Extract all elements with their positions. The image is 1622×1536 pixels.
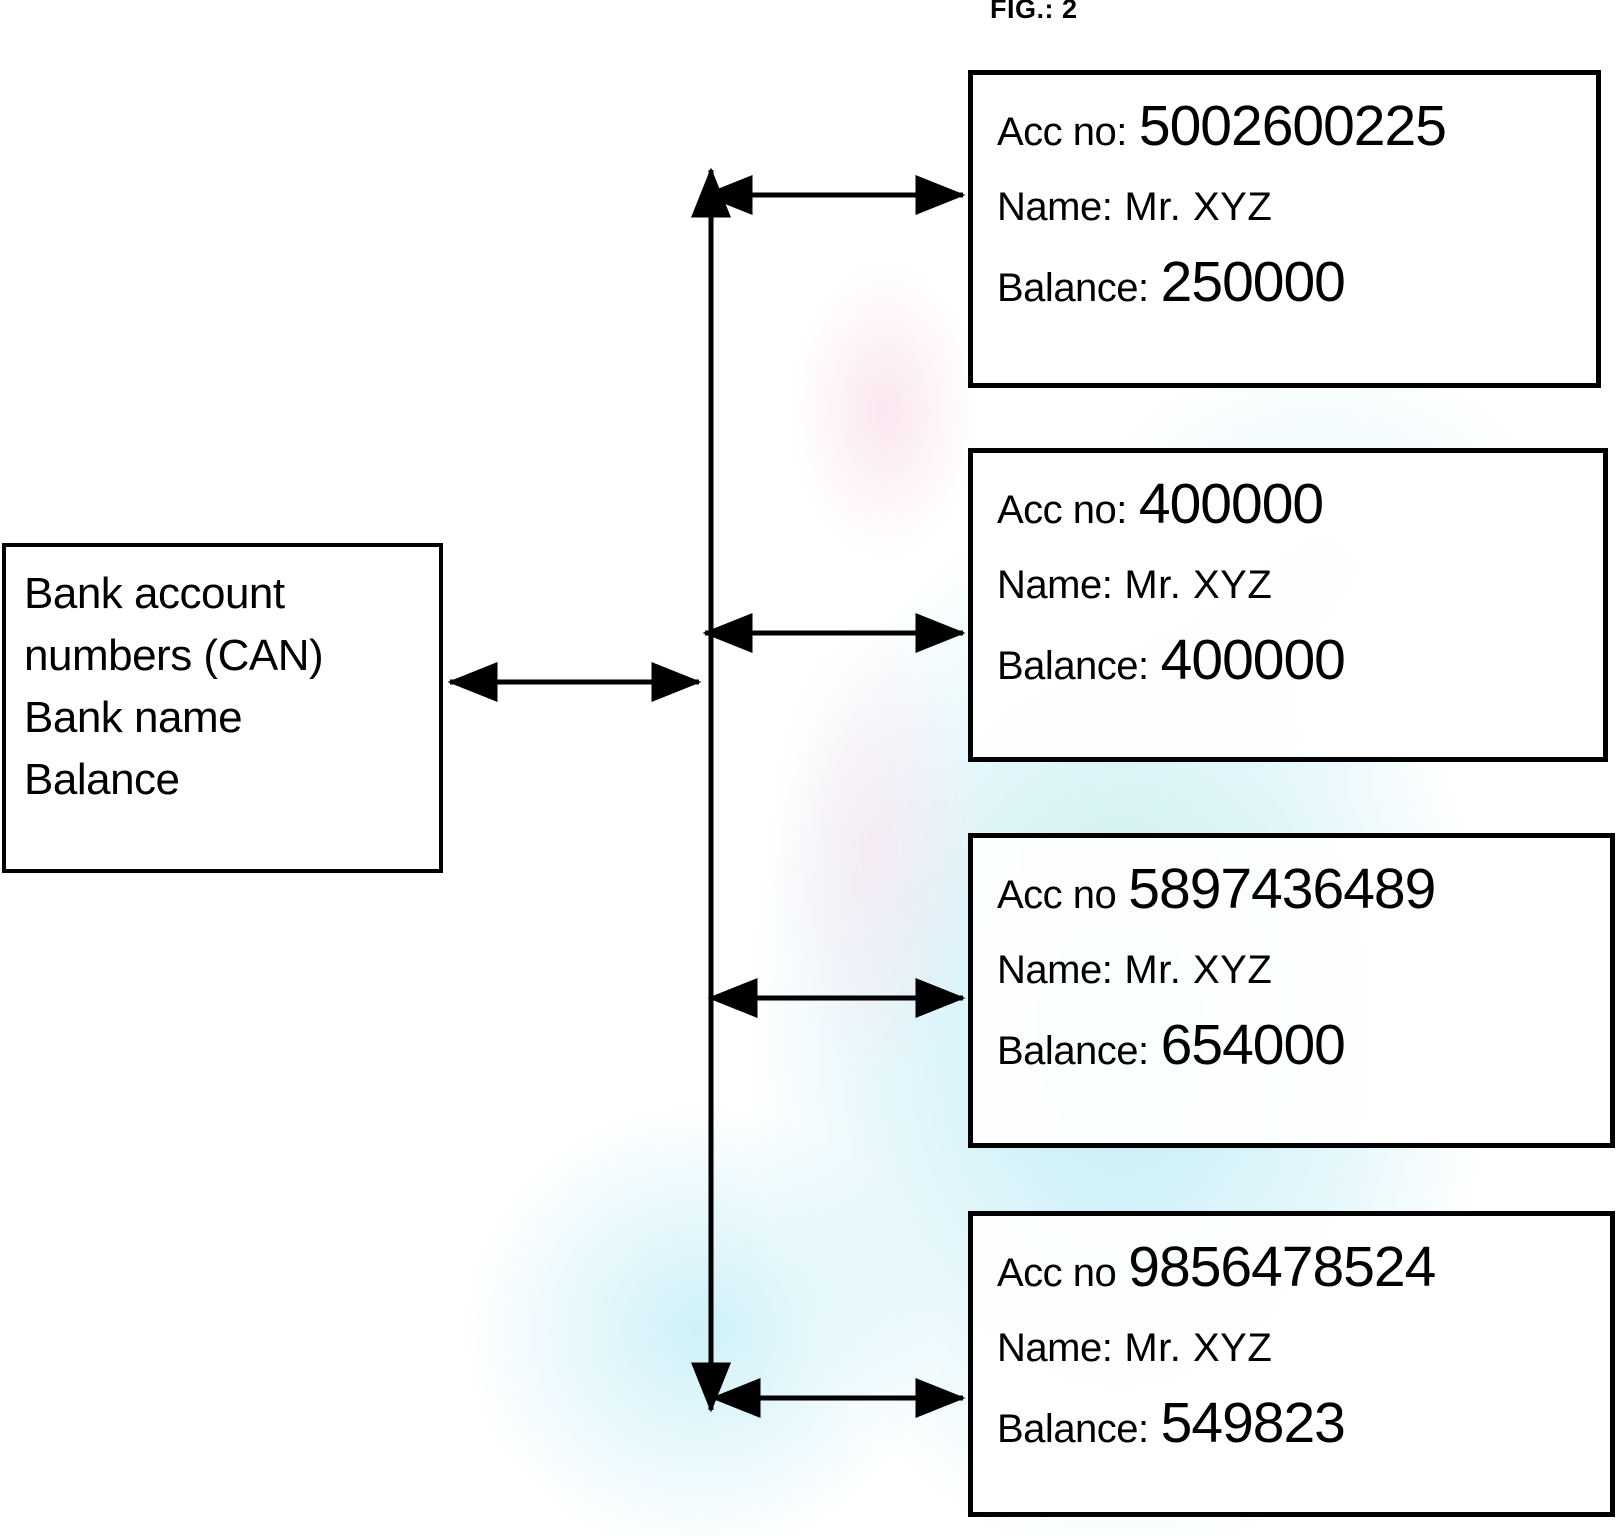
account-number-value: 400000	[1138, 472, 1324, 536]
root-box-bank-account: Bank account numbers (CAN) Bank name Bal…	[2, 543, 443, 873]
account-number-label: Acc no:	[997, 488, 1127, 532]
account-box-2: Acc no:400000 Name:Mr. XYZ Balance:40000…	[968, 448, 1608, 762]
account-name-line: Name:Mr. XYZ	[997, 937, 1600, 1012]
account-name-label: Name:	[997, 185, 1113, 229]
account-number-line: Acc no:5002600225	[997, 93, 1586, 174]
root-box-line: numbers (CAN)	[24, 631, 324, 680]
account-balance-line: Balance:654000	[997, 1012, 1600, 1093]
account-box-1: Acc no:5002600225 Name:Mr. XYZ Balance:2…	[968, 70, 1601, 388]
account-name-value: Mr. XYZ	[1124, 185, 1273, 229]
account-name-value: Mr. XYZ	[1124, 563, 1273, 607]
account-number-value: 5002600225	[1138, 94, 1447, 158]
account-balance-label: Balance:	[997, 266, 1149, 310]
account-name-label: Name:	[997, 1326, 1113, 1370]
account-name-label: Name:	[997, 563, 1113, 607]
root-box-line: Bank name	[24, 693, 243, 742]
root-box-line: Balance	[24, 755, 180, 804]
account-name-label: Name:	[997, 948, 1113, 992]
account-name-line: Name:Mr. XYZ	[997, 552, 1593, 627]
account-number-label: Acc no:	[997, 110, 1127, 154]
account-number-value: 5897436489	[1128, 857, 1436, 921]
account-number-line: Acc no:400000	[997, 471, 1593, 552]
account-name-value: Mr. XYZ	[1124, 1326, 1273, 1370]
account-number-label: Acc no	[997, 873, 1117, 917]
account-balance-value: 400000	[1160, 628, 1346, 692]
account-number-value: 9856478524	[1128, 1235, 1436, 1299]
account-balance-label: Balance:	[997, 1407, 1149, 1451]
account-balance-line: Balance:250000	[997, 249, 1586, 330]
account-balance-label: Balance:	[997, 1029, 1149, 1073]
account-balance-value: 250000	[1160, 250, 1346, 314]
account-balance-line: Balance:549823	[997, 1390, 1600, 1471]
account-balance-line: Balance:400000	[997, 627, 1593, 708]
account-name-line: Name:Mr. XYZ	[997, 174, 1586, 249]
root-box-line: Bank account	[24, 569, 285, 618]
account-balance-value: 549823	[1160, 1391, 1346, 1455]
account-balance-label: Balance:	[997, 644, 1149, 688]
account-name-line: Name:Mr. XYZ	[997, 1315, 1600, 1390]
account-balance-value: 654000	[1160, 1013, 1346, 1077]
figure-title: FIG.: 2	[990, 0, 1078, 24]
account-name-value: Mr. XYZ	[1124, 948, 1273, 992]
account-number-label: Acc no	[997, 1251, 1117, 1295]
